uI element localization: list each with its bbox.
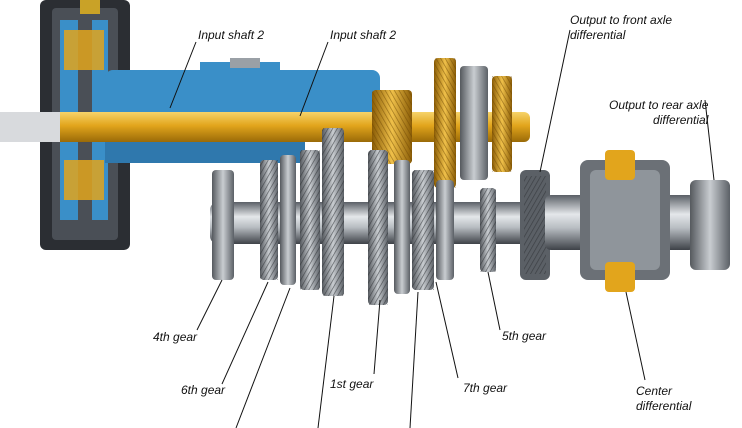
label-output-rear-axle-line2: differential — [653, 113, 709, 127]
center-differential-assembly — [520, 150, 730, 292]
upper-gear-cluster — [372, 58, 512, 188]
label-center-differential-line1: Center — [636, 384, 673, 398]
label-output-front-axle: Output to front axle differential — [570, 13, 672, 43]
label-5th-gear: 5th gear — [502, 329, 547, 343]
label-1st-gear: 1st gear — [330, 377, 374, 391]
label-center-differential: Center differential — [636, 384, 691, 414]
label-center-differential-line2: differential — [636, 399, 692, 413]
label-4th-gear: 4th gear — [153, 330, 198, 344]
label-output-front-axle-line1: Output to front axle — [570, 13, 673, 27]
label-6th-gear: 6th gear — [181, 383, 226, 397]
label-output-front-axle-line2: differential — [570, 28, 626, 42]
lower-gear-set — [212, 128, 496, 305]
leader-lines — [169, 29, 715, 428]
label-output-rear-axle: Output to rear axle differential — [609, 98, 708, 128]
label-input-shaft-2-left: Input shaft 2 — [198, 28, 265, 42]
label-output-rear-axle-line1: Output to rear axle — [609, 98, 709, 112]
label-7th-gear: 7th gear — [463, 381, 508, 395]
label-input-shaft-2-right: Input shaft 2 — [330, 28, 397, 42]
